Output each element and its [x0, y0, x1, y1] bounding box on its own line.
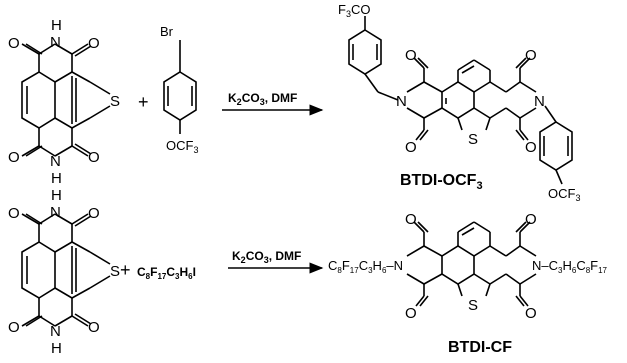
atom-s: S	[468, 297, 478, 314]
ocf3-group: OCF3	[166, 138, 198, 155]
atom-o: O	[8, 149, 20, 166]
btdi-cf-structure	[406, 221, 537, 307]
atom-o: O	[525, 47, 537, 64]
plus-sign: +	[120, 260, 131, 280]
btdi-core-reactant-2	[21, 213, 111, 327]
atom-o: O	[88, 205, 100, 222]
atom-h: H	[51, 17, 62, 34]
atom-o: O	[525, 305, 537, 322]
atom-o: O	[8, 319, 20, 336]
atom-o: O	[405, 139, 417, 156]
atom-n: N	[396, 93, 407, 110]
btdi-ocf3-structure	[348, 16, 573, 185]
atom-o: O	[405, 47, 417, 64]
atom-o: O	[405, 211, 417, 228]
perfluoro-reagent: C8F17C3H6I	[137, 265, 196, 281]
left-fluoroalkyl-chain: C8F17C3H6–N	[328, 258, 403, 275]
ocf3-group: OCF3	[548, 186, 580, 203]
atom-o: O	[88, 35, 100, 52]
atom-o: O	[88, 149, 100, 166]
btdi-ocf3-labels: F3CO N O O S O O N OCF3	[338, 2, 580, 203]
btdi-core-reactant-1-labels: H N O O S O O N H	[8, 17, 120, 187]
btdi-core-reactant-2-labels: H N O O S O O N H	[8, 187, 120, 357]
atom-n: N	[50, 204, 61, 221]
atom-br: Br	[160, 24, 174, 39]
atom-h: H	[51, 170, 62, 187]
btdi-cf-labels: C8F17C3H6–N O O S O O N–C3H6C8F17	[328, 211, 608, 322]
plus-sign: +	[138, 92, 149, 112]
atom-n: N	[50, 34, 61, 51]
btdi-core-reactant-1	[21, 43, 111, 157]
atom-o: O	[8, 35, 20, 52]
atom-n: N	[534, 93, 545, 110]
atom-s: S	[110, 93, 120, 110]
atom-n: N	[50, 153, 61, 170]
atom-o: O	[8, 205, 20, 222]
atom-o: O	[88, 319, 100, 336]
atom-h: H	[51, 340, 62, 357]
atom-h: H	[51, 187, 62, 204]
atom-s: S	[110, 263, 120, 280]
atom-o: O	[525, 211, 537, 228]
right-fluoroalkyl-chain: N–C3H6C8F17	[532, 258, 608, 275]
reaction-conditions-1: K2CO3, DMF	[228, 91, 297, 107]
atom-o: O	[525, 139, 537, 156]
product-label-btdi-cf: BTDI-CF	[448, 339, 512, 356]
atom-o: O	[405, 305, 417, 322]
atom-s: S	[468, 131, 478, 148]
reaction-conditions-2: K2CO3, DMF	[232, 249, 301, 265]
f3co-group: F3CO	[338, 2, 370, 19]
atom-n: N	[50, 323, 61, 340]
product-label-btdi-ocf3: BTDI-OCF3	[400, 172, 483, 192]
benzyl-bromide-reactant	[163, 40, 197, 134]
